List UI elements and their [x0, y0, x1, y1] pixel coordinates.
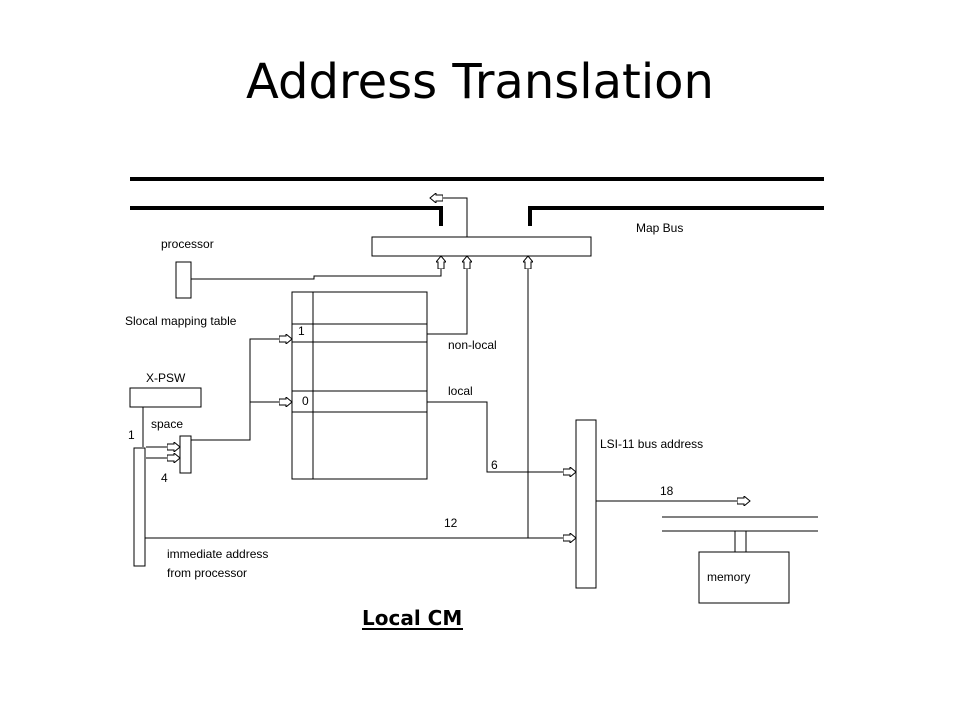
slide-title: Address Translation	[246, 54, 714, 110]
space-label: space	[151, 417, 183, 431]
processor-box	[175, 261, 192, 299]
memory-box	[698, 551, 790, 604]
map-bus-label: Map Bus	[636, 221, 683, 235]
space-to-table-line	[191, 402, 292, 441]
memory-label: memory	[707, 570, 750, 584]
processor-label: processor	[161, 237, 214, 251]
table-entry-0: 0	[302, 394, 309, 408]
space-to-table-row1-line	[249, 339, 292, 402]
x-psw-box	[129, 387, 202, 408]
immediate-address-label-line1: immediate address	[167, 547, 268, 561]
lsi-11-bus-address-label: LSI-11 bus address	[600, 437, 703, 451]
immediate-address-label-line2: from processor	[167, 566, 247, 580]
local-cm-caption: Local CM	[362, 606, 462, 630]
non-local-label: non-local	[448, 338, 497, 352]
local-line	[427, 401, 576, 472]
bits-18-label: 18	[660, 484, 674, 498]
local-label: local	[448, 384, 473, 398]
bit-1-label: 1	[128, 428, 135, 442]
slocal-mapping-table	[291, 291, 428, 480]
slocal-mapping-table-label: Slocal mapping table	[125, 314, 237, 328]
non-local-line	[427, 256, 467, 335]
mapping-table-outline	[291, 291, 428, 480]
table-entry-1: 1	[298, 324, 305, 338]
immediate-address-bar	[133, 447, 146, 567]
map-bus	[130, 177, 824, 226]
mapping-table-row-1	[291, 323, 428, 343]
map-bus-output-line	[430, 198, 468, 238]
mapping-box	[371, 236, 592, 257]
space-selector-box	[179, 435, 192, 474]
processor-line	[191, 256, 441, 280]
map-bus-right-segment	[528, 206, 824, 226]
bits-12-label: 12	[444, 516, 458, 530]
x-psw-label: X-PSW	[146, 371, 186, 385]
memory-bus	[662, 516, 818, 552]
bits-6-label: 6	[491, 458, 498, 472]
lsi-11-bus-address-box	[575, 419, 597, 589]
bits-4-label: 4	[161, 471, 168, 485]
map-bus-left-segment	[130, 206, 443, 226]
